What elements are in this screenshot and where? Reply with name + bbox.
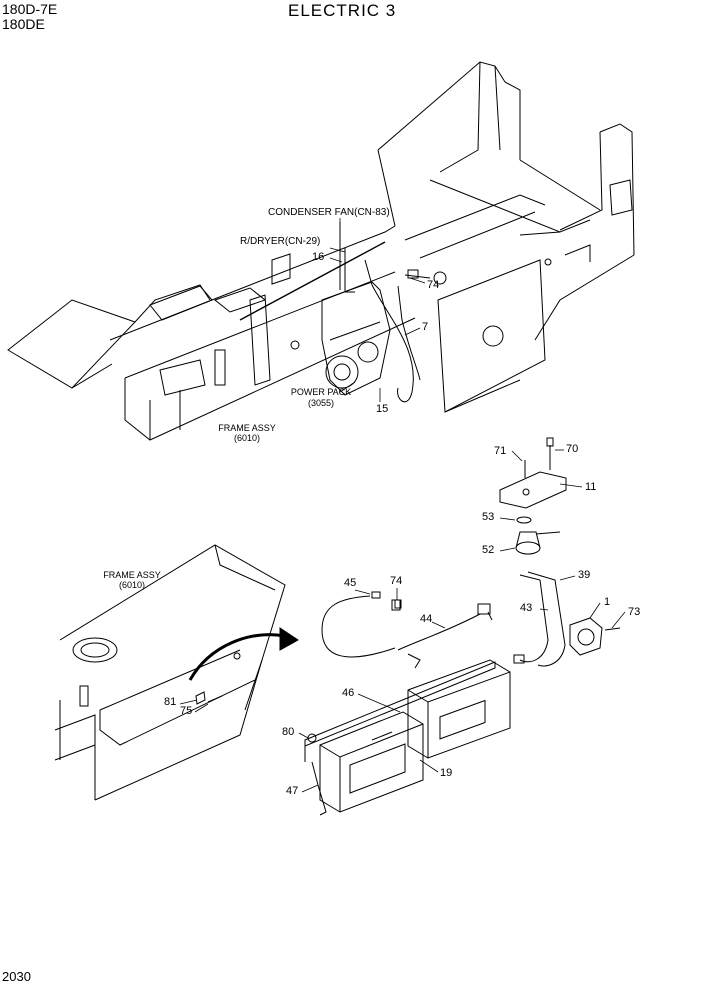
part-number-callout: 44: [420, 613, 433, 625]
lower-leader-lines: [180, 450, 625, 792]
part-number-callout: 53: [482, 511, 495, 523]
part-number-callout: 1: [604, 596, 611, 608]
part-number-callout: 46: [342, 687, 355, 699]
part-number-callout: 81: [164, 696, 177, 708]
part-number-callout: 11: [585, 481, 597, 493]
rdryer-label: R/DRYER(CN-29): [240, 236, 321, 247]
lower-frame-assembly: [55, 545, 298, 800]
condenser-fan-label: CONDENSER FAN(CN-83): [268, 207, 390, 218]
upper-leader-lines: [330, 218, 425, 402]
part-number-callout: 15: [376, 403, 389, 415]
frame-assy-upper-code: (6010): [233, 433, 260, 443]
part-number-callout: 52: [482, 544, 495, 556]
part-number-callout: 73: [628, 606, 641, 618]
part-number-callout: 47: [286, 785, 299, 797]
part-number-callout: 45: [344, 577, 357, 589]
part-number-callout: 74: [427, 279, 440, 291]
frame-assy-lower-label: FRAME ASSY: [103, 570, 161, 580]
part-number-callout: 74: [390, 575, 403, 587]
part-number-callout: 70: [566, 443, 579, 455]
part-number-callout: 39: [578, 569, 591, 581]
part-number-callout: 16: [312, 251, 325, 263]
part-number-callout: 71: [494, 445, 507, 457]
frame-assy-lower-code: (6010): [118, 580, 145, 590]
part-number-callout: 43: [520, 602, 533, 614]
battery-assembly: [305, 438, 620, 815]
frame-assy-upper-label: FRAME ASSY: [218, 423, 276, 433]
part-number-callout: 80: [282, 726, 295, 738]
upper-frame-assembly: [8, 62, 634, 440]
part-number-callout: 19: [440, 767, 453, 779]
model-name-secondary: 180DE: [2, 16, 45, 32]
page-number: 2030: [2, 969, 31, 984]
page-title: ELECTRIC 3: [288, 1, 397, 20]
part-number-callout: 7: [422, 321, 429, 333]
power-pack-code: (3055): [307, 398, 334, 408]
part-number-callout: 75: [180, 705, 193, 717]
model-name-primary: 180D-7E: [2, 1, 58, 17]
power-pack-label: POWER PACK: [290, 387, 352, 397]
